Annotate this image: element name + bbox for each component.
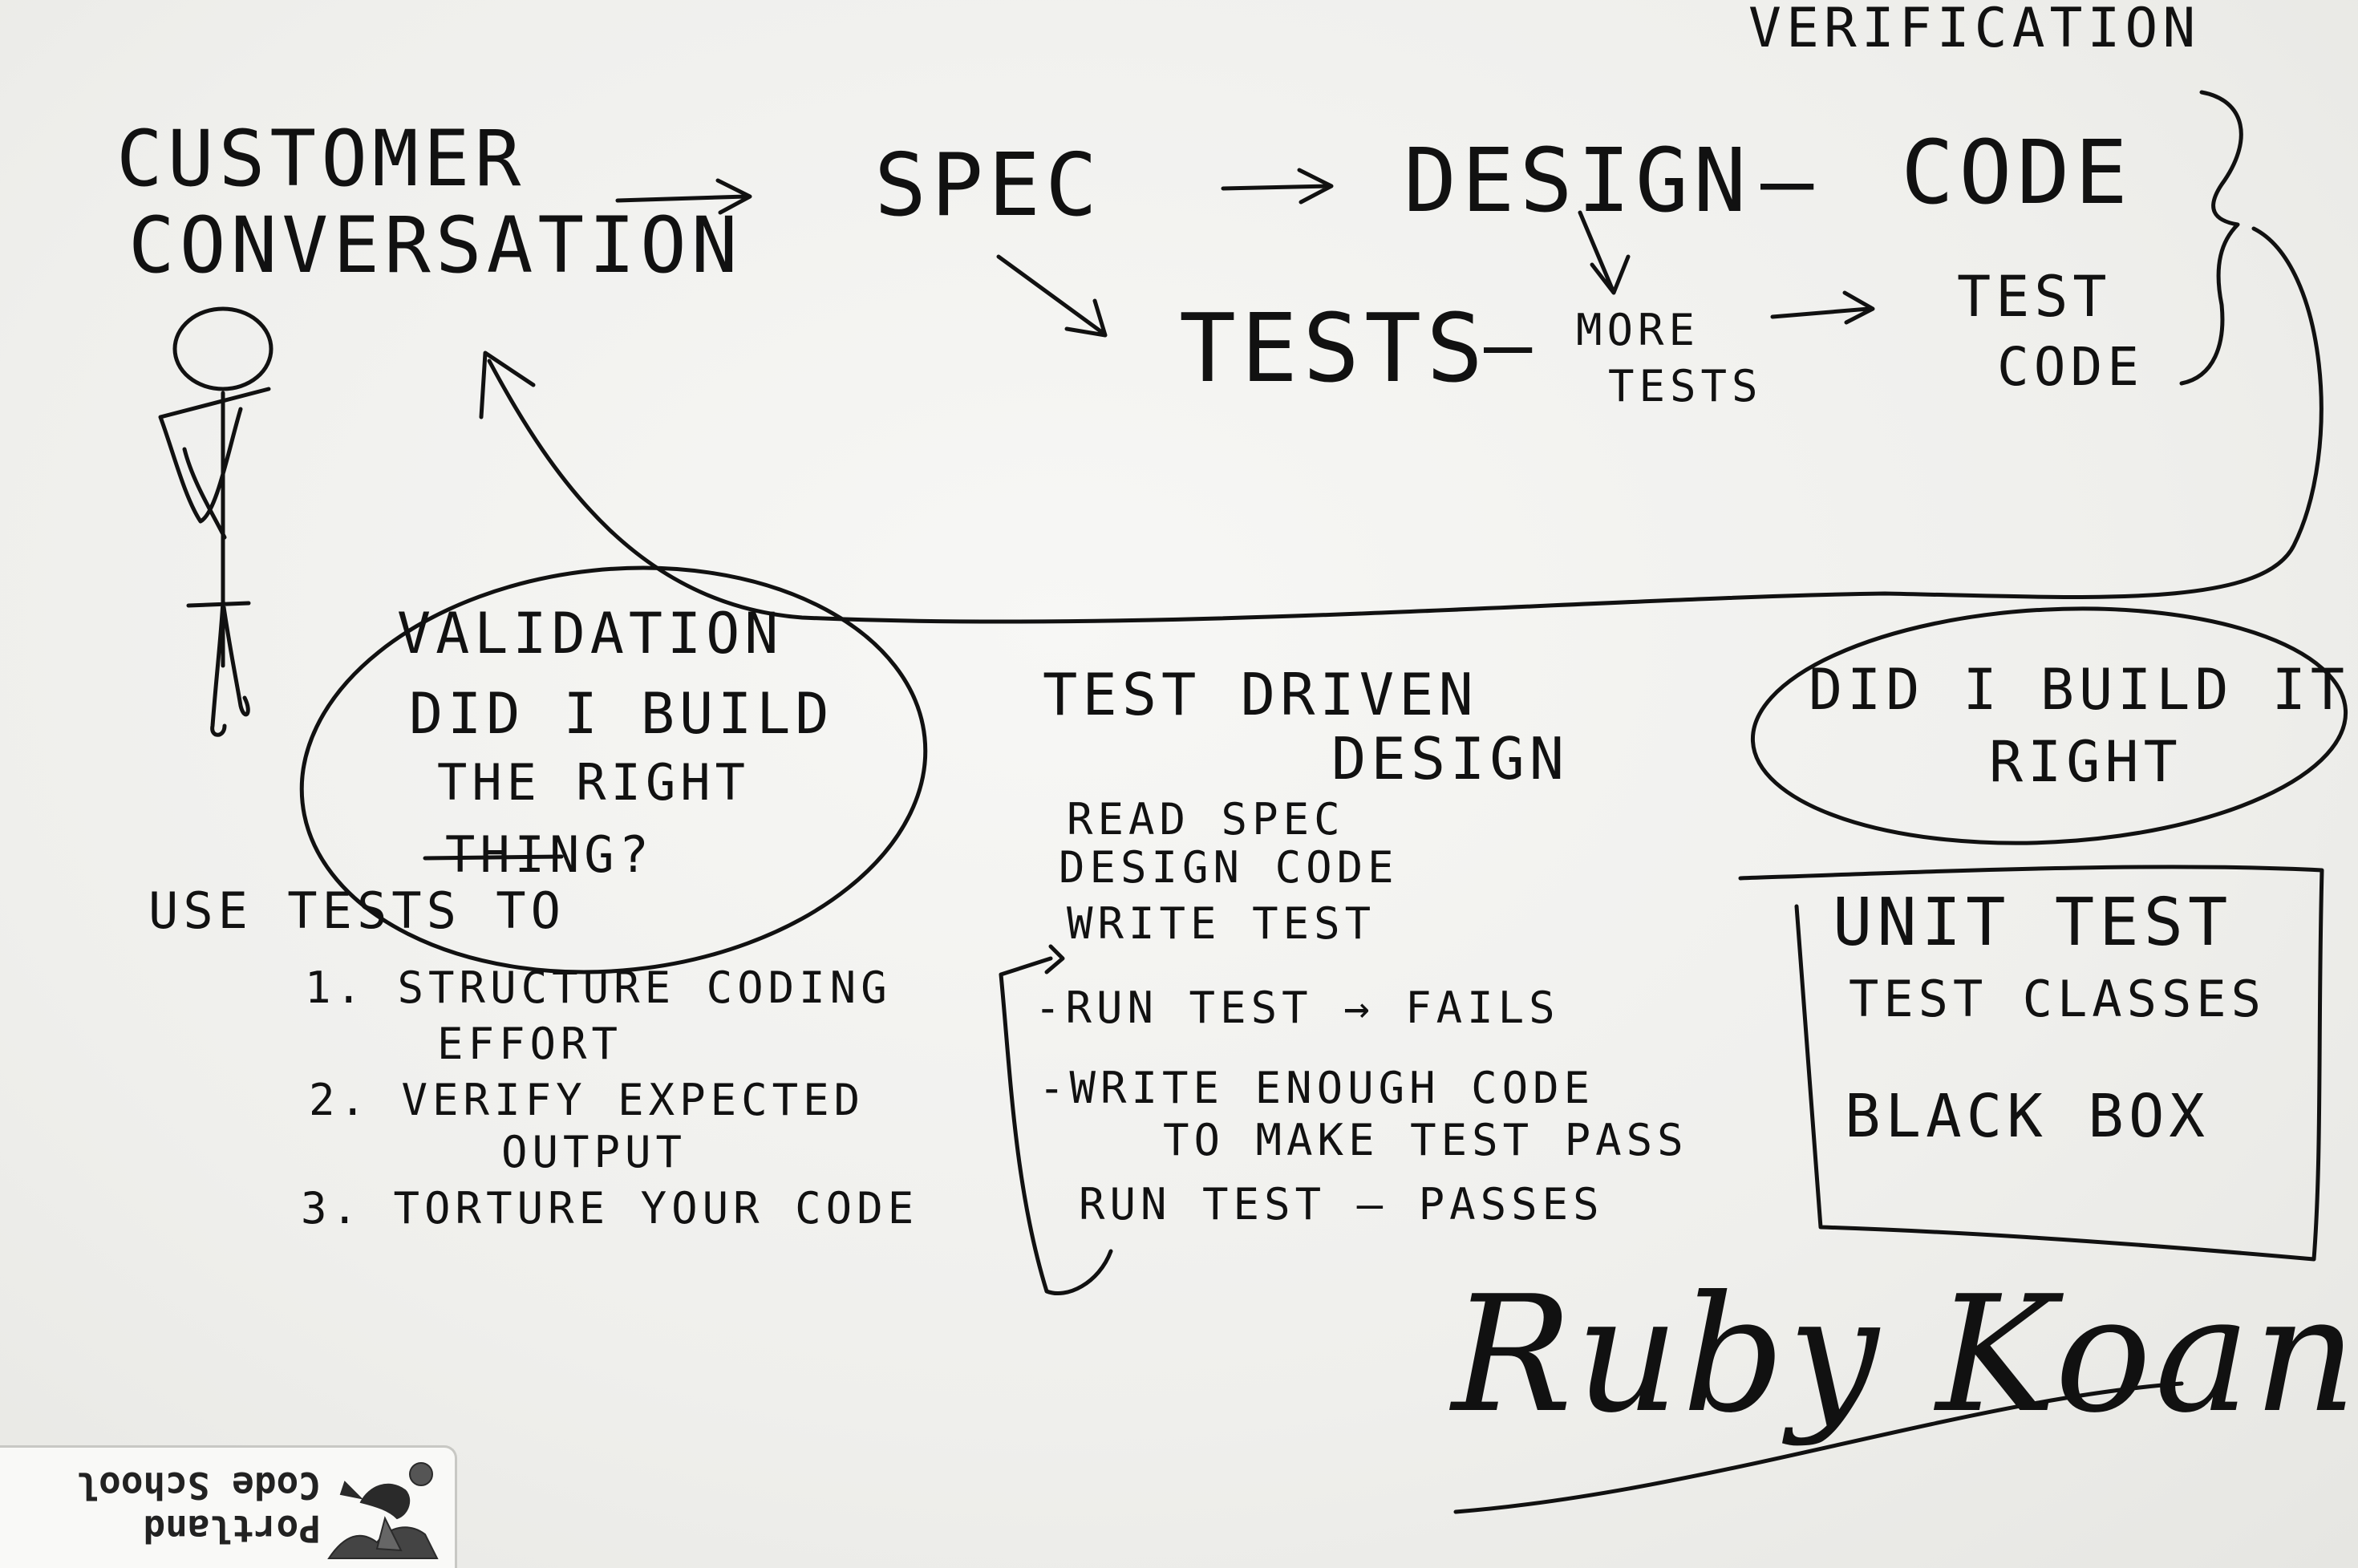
arrow-spec-to-tests bbox=[996, 254, 1108, 338]
test-code-label-1: TEST bbox=[1957, 264, 2112, 330]
loop-arrowhead bbox=[479, 350, 536, 419]
arrow-conversation-to-spec bbox=[615, 178, 752, 215]
arrow-spec-to-design bbox=[1221, 168, 1334, 205]
tdd-loop-arrowhead bbox=[1044, 944, 1065, 974]
validation-line-3: THE RIGHT bbox=[437, 753, 750, 812]
use-tests-item-1-cont: EFFORT bbox=[437, 1019, 623, 1069]
conversation-label: CONVERSATION bbox=[128, 201, 743, 290]
design-code-dash: – bbox=[1760, 129, 1819, 232]
tdd-title-2: DESIGN bbox=[1331, 725, 1570, 792]
stick-figure-legs bbox=[186, 599, 251, 737]
verification-label: VERIFICATION bbox=[1748, 0, 2201, 60]
loop-arrow-back-to-customer bbox=[487, 226, 2324, 624]
unit-test-black-box: BLACK BOX bbox=[1845, 1082, 2210, 1151]
verification-brace bbox=[2179, 90, 2243, 386]
tdd-loop-bracket bbox=[999, 956, 1113, 1296]
use-tests-item-1: 1. STRUCTURE CODING bbox=[305, 962, 892, 1013]
arrow-design-to-more-tests bbox=[1578, 210, 1631, 295]
validation-ellipse bbox=[299, 565, 928, 974]
unit-test-box bbox=[1738, 865, 2324, 1262]
customer-label: CUSTOMER bbox=[116, 114, 526, 204]
sticker-line-portland: Portland bbox=[143, 1507, 321, 1550]
tdd-step-run-test-fails: -RUN TEST → FAILS bbox=[1035, 983, 1560, 1033]
use-tests-item-3: 3. TORTURE YOUR CODE bbox=[301, 1183, 919, 1234]
did-i-build-it-right-line-2: RIGHT bbox=[1989, 729, 2182, 795]
tdd-step-make-test-pass: TO MAKE TEST PASS bbox=[1163, 1115, 1688, 1165]
more-tests-label-2: TESTS bbox=[1608, 361, 1763, 411]
signature-underline bbox=[1453, 1381, 2184, 1514]
tdd-step-design-code: DESIGN CODE bbox=[1059, 842, 1399, 893]
use-tests-item-2: 2. VERIFY EXPECTED bbox=[309, 1075, 865, 1125]
tests-dash: – bbox=[1484, 298, 1538, 391]
sticker-line-code-school: Code School bbox=[76, 1464, 321, 1507]
tests-label: TESTS bbox=[1179, 293, 1489, 403]
validation-line-4: THING? bbox=[445, 825, 654, 884]
tdd-step-run-test-passes: RUN TEST – PASSES bbox=[1079, 1179, 1604, 1230]
validation-title: VALIDATION bbox=[397, 601, 784, 667]
did-i-build-it-right-line-1: DID I BUILD IT bbox=[1809, 657, 2350, 723]
unicorn-icon bbox=[327, 1462, 439, 1559]
tdd-step-read-spec: READ SPEC bbox=[1067, 794, 1345, 845]
tdd-step-write-test: WRITE TEST bbox=[1067, 898, 1376, 949]
more-tests-label-1: MORE bbox=[1576, 305, 1700, 355]
tdd-step-write-enough-code: -WRITE ENOUGH CODE bbox=[1039, 1063, 1595, 1113]
ruby-koans-signature: Ruby Koans bbox=[1452, 1262, 2358, 1448]
tdd-title-1: TEST DRIVEN bbox=[1043, 661, 1478, 728]
unit-test-classes: TEST CLASSES bbox=[1849, 970, 2266, 1028]
code-label: CODE bbox=[1901, 121, 2133, 224]
sticker-text: Portland Code School bbox=[16, 1464, 321, 1550]
validation-line-2: DID I BUILD bbox=[409, 681, 834, 747]
unit-test-title: UNIT TEST bbox=[1833, 885, 2233, 961]
stick-figure-arms bbox=[158, 387, 271, 540]
stick-figure-head bbox=[172, 306, 273, 391]
thing-underline bbox=[423, 854, 564, 861]
use-tests-heading: USE TESTS TO bbox=[148, 881, 565, 940]
design-label: DESIGN bbox=[1404, 129, 1752, 232]
did-i-build-it-right-ellipse bbox=[1750, 606, 2348, 845]
test-code-label-2: CODE bbox=[1997, 336, 2144, 398]
arrow-more-tests-to-test-code bbox=[1770, 290, 1875, 325]
portland-code-school-sticker: Portland Code School bbox=[0, 1445, 457, 1568]
spec-label: SPEC bbox=[874, 136, 1103, 236]
use-tests-item-2-cont: OUTPUT bbox=[501, 1127, 687, 1177]
